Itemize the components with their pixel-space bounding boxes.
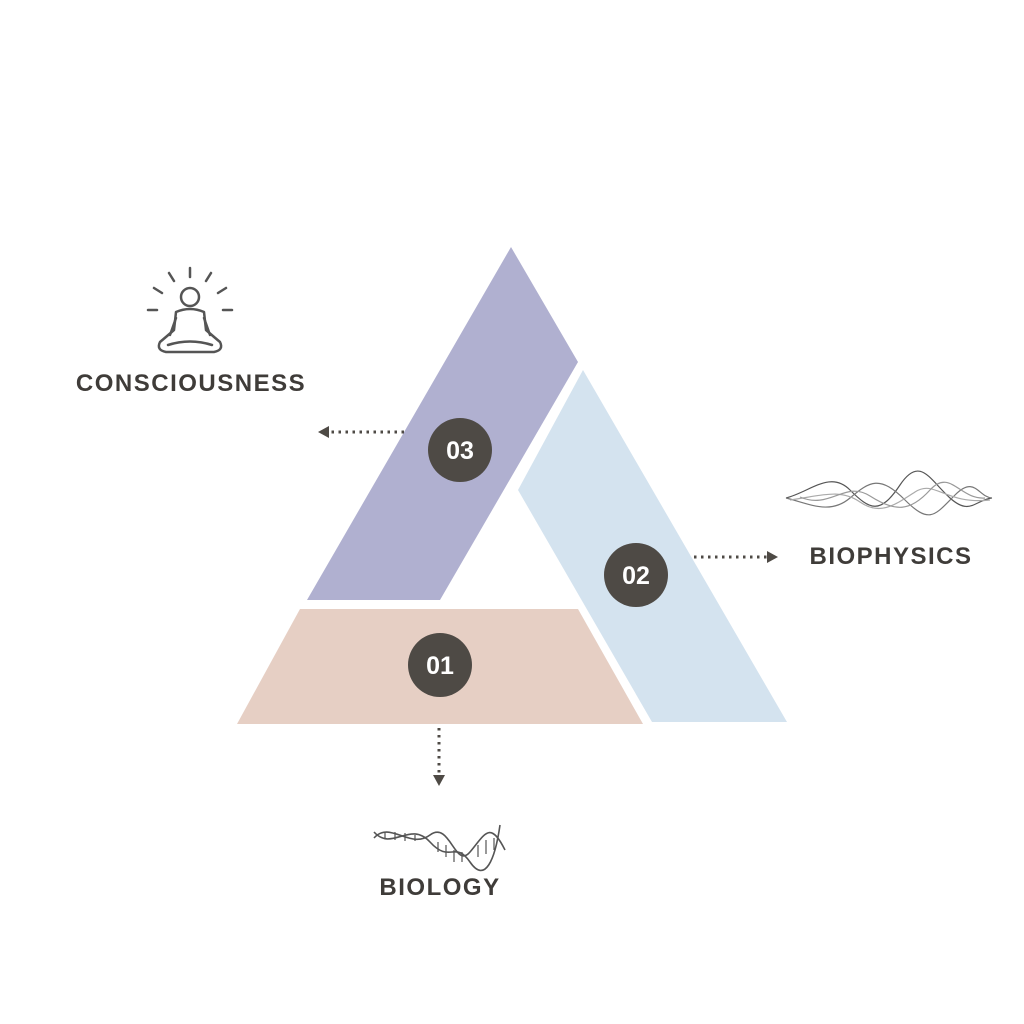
badge-01: 01 <box>408 633 472 697</box>
svg-text:02: 02 <box>622 562 650 590</box>
arrow-to-biology <box>433 728 445 786</box>
wave-icon <box>785 470 993 516</box>
badge-03: 03 <box>428 418 492 482</box>
label-biology: BIOLOGY <box>379 874 501 901</box>
label-consciousness: CONSCIOUSNESS <box>75 370 307 397</box>
dna-icon <box>373 824 506 872</box>
badge-02: 02 <box>604 543 668 607</box>
meditation-icon <box>146 266 234 354</box>
label-biophysics: BIOPHYSICS <box>809 543 973 570</box>
arrow-to-consciousness <box>318 426 404 438</box>
svg-text:01: 01 <box>426 652 454 680</box>
svg-text:03: 03 <box>446 437 474 465</box>
arrow-to-biophysics <box>694 551 778 563</box>
segment-02-biophysics <box>518 370 787 722</box>
